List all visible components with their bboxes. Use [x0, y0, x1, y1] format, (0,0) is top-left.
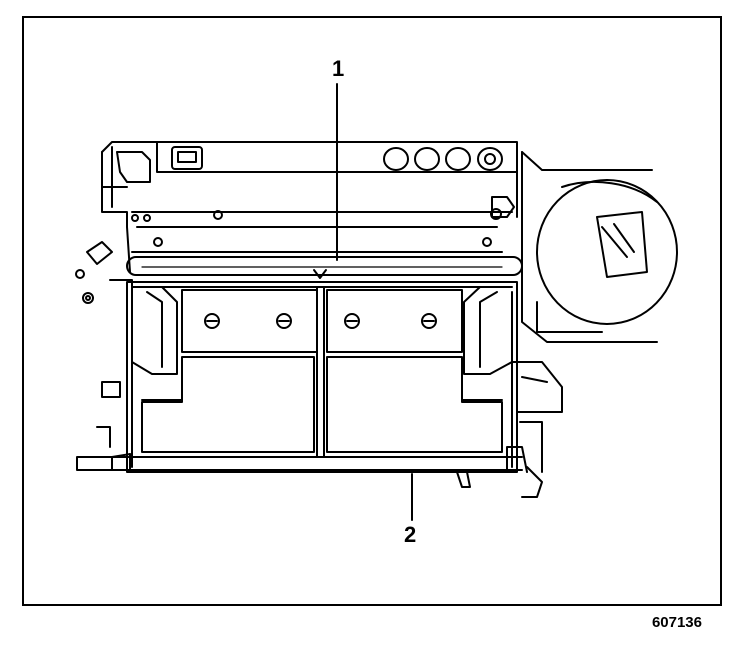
callout-2-label: 2 [404, 522, 417, 547]
lower-housing-case [111, 281, 528, 488]
blower-housing [511, 151, 678, 498]
figure-number: 607136 [651, 614, 702, 631]
callout-1-label: 1 [332, 56, 345, 81]
heater-core-cover [126, 256, 523, 279]
leader-lines [336, 83, 413, 521]
hvac-module-illustration [75, 83, 678, 521]
upper-housing [101, 141, 518, 273]
left-hardware [75, 241, 133, 473]
vent-ports [383, 147, 503, 171]
diagram-frame: 1 2 [22, 16, 722, 606]
